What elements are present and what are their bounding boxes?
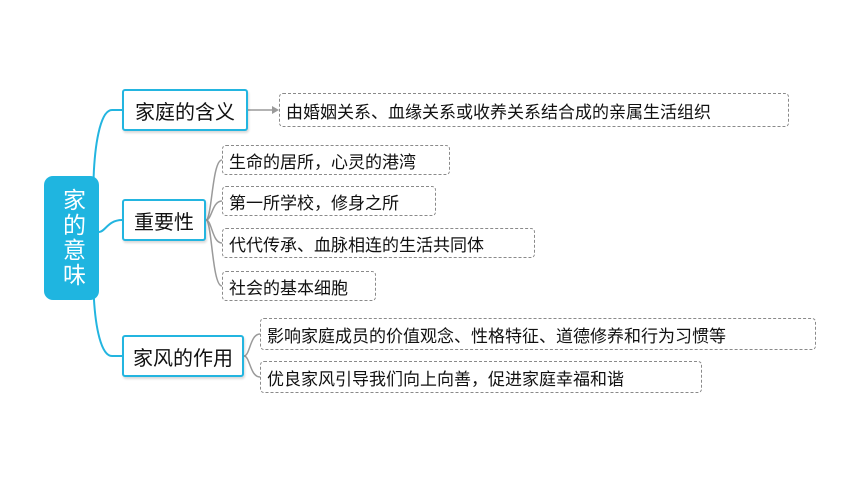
root-label: 家的意味 (58, 188, 85, 288)
leaf-style-1: 影响家庭成员的价值观念、性格特征、道德修养和行为习惯等 (260, 318, 816, 350)
leaf-importance-4: 社会的基本细胞 (222, 271, 376, 301)
leaf-text: 代代传承、血脉相连的生活共同体 (229, 235, 484, 256)
branch-importance: 重要性 (122, 199, 206, 241)
branch-label: 重要性 (134, 209, 194, 234)
connector-branch3-leaves (243, 333, 261, 378)
leaf-text: 生命的居所，心灵的港湾 (229, 152, 416, 173)
leaf-importance-1: 生命的居所，心灵的港湾 (222, 145, 450, 175)
leaf-definition: 由婚姻关系、血缘关系或收养关系结合成的亲属生活组织 (279, 93, 789, 127)
arrow-branch1 (272, 106, 279, 114)
leaf-text: 影响家庭成员的价值观念、性格特征、道德修养和行为习惯等 (267, 326, 726, 347)
leaf-importance-3: 代代传承、血脉相连的生活共同体 (222, 228, 535, 258)
branch-family-meaning: 家庭的含义 (122, 89, 248, 131)
branch-label: 家风的作用 (133, 345, 233, 370)
root-node: 家的意味 (44, 176, 99, 300)
connector-branch2-leaves (205, 159, 223, 287)
branch-family-style: 家风的作用 (122, 335, 244, 377)
leaf-style-2: 优良家风引导我们向上向善，促进家庭幸福和谐 (260, 361, 702, 393)
leaf-text: 由婚姻关系、血缘关系或收养关系结合成的亲属生活组织 (286, 102, 711, 123)
leaf-importance-2: 第一所学校，修身之所 (222, 186, 436, 216)
leaf-text: 社会的基本细胞 (229, 278, 348, 299)
leaf-text: 第一所学校，修身之所 (229, 193, 399, 214)
leaf-text: 优良家风引导我们向上向善，促进家庭幸福和谐 (267, 369, 624, 390)
connector-root-branch-2 (98, 219, 123, 233)
branch-label: 家庭的含义 (135, 99, 235, 124)
